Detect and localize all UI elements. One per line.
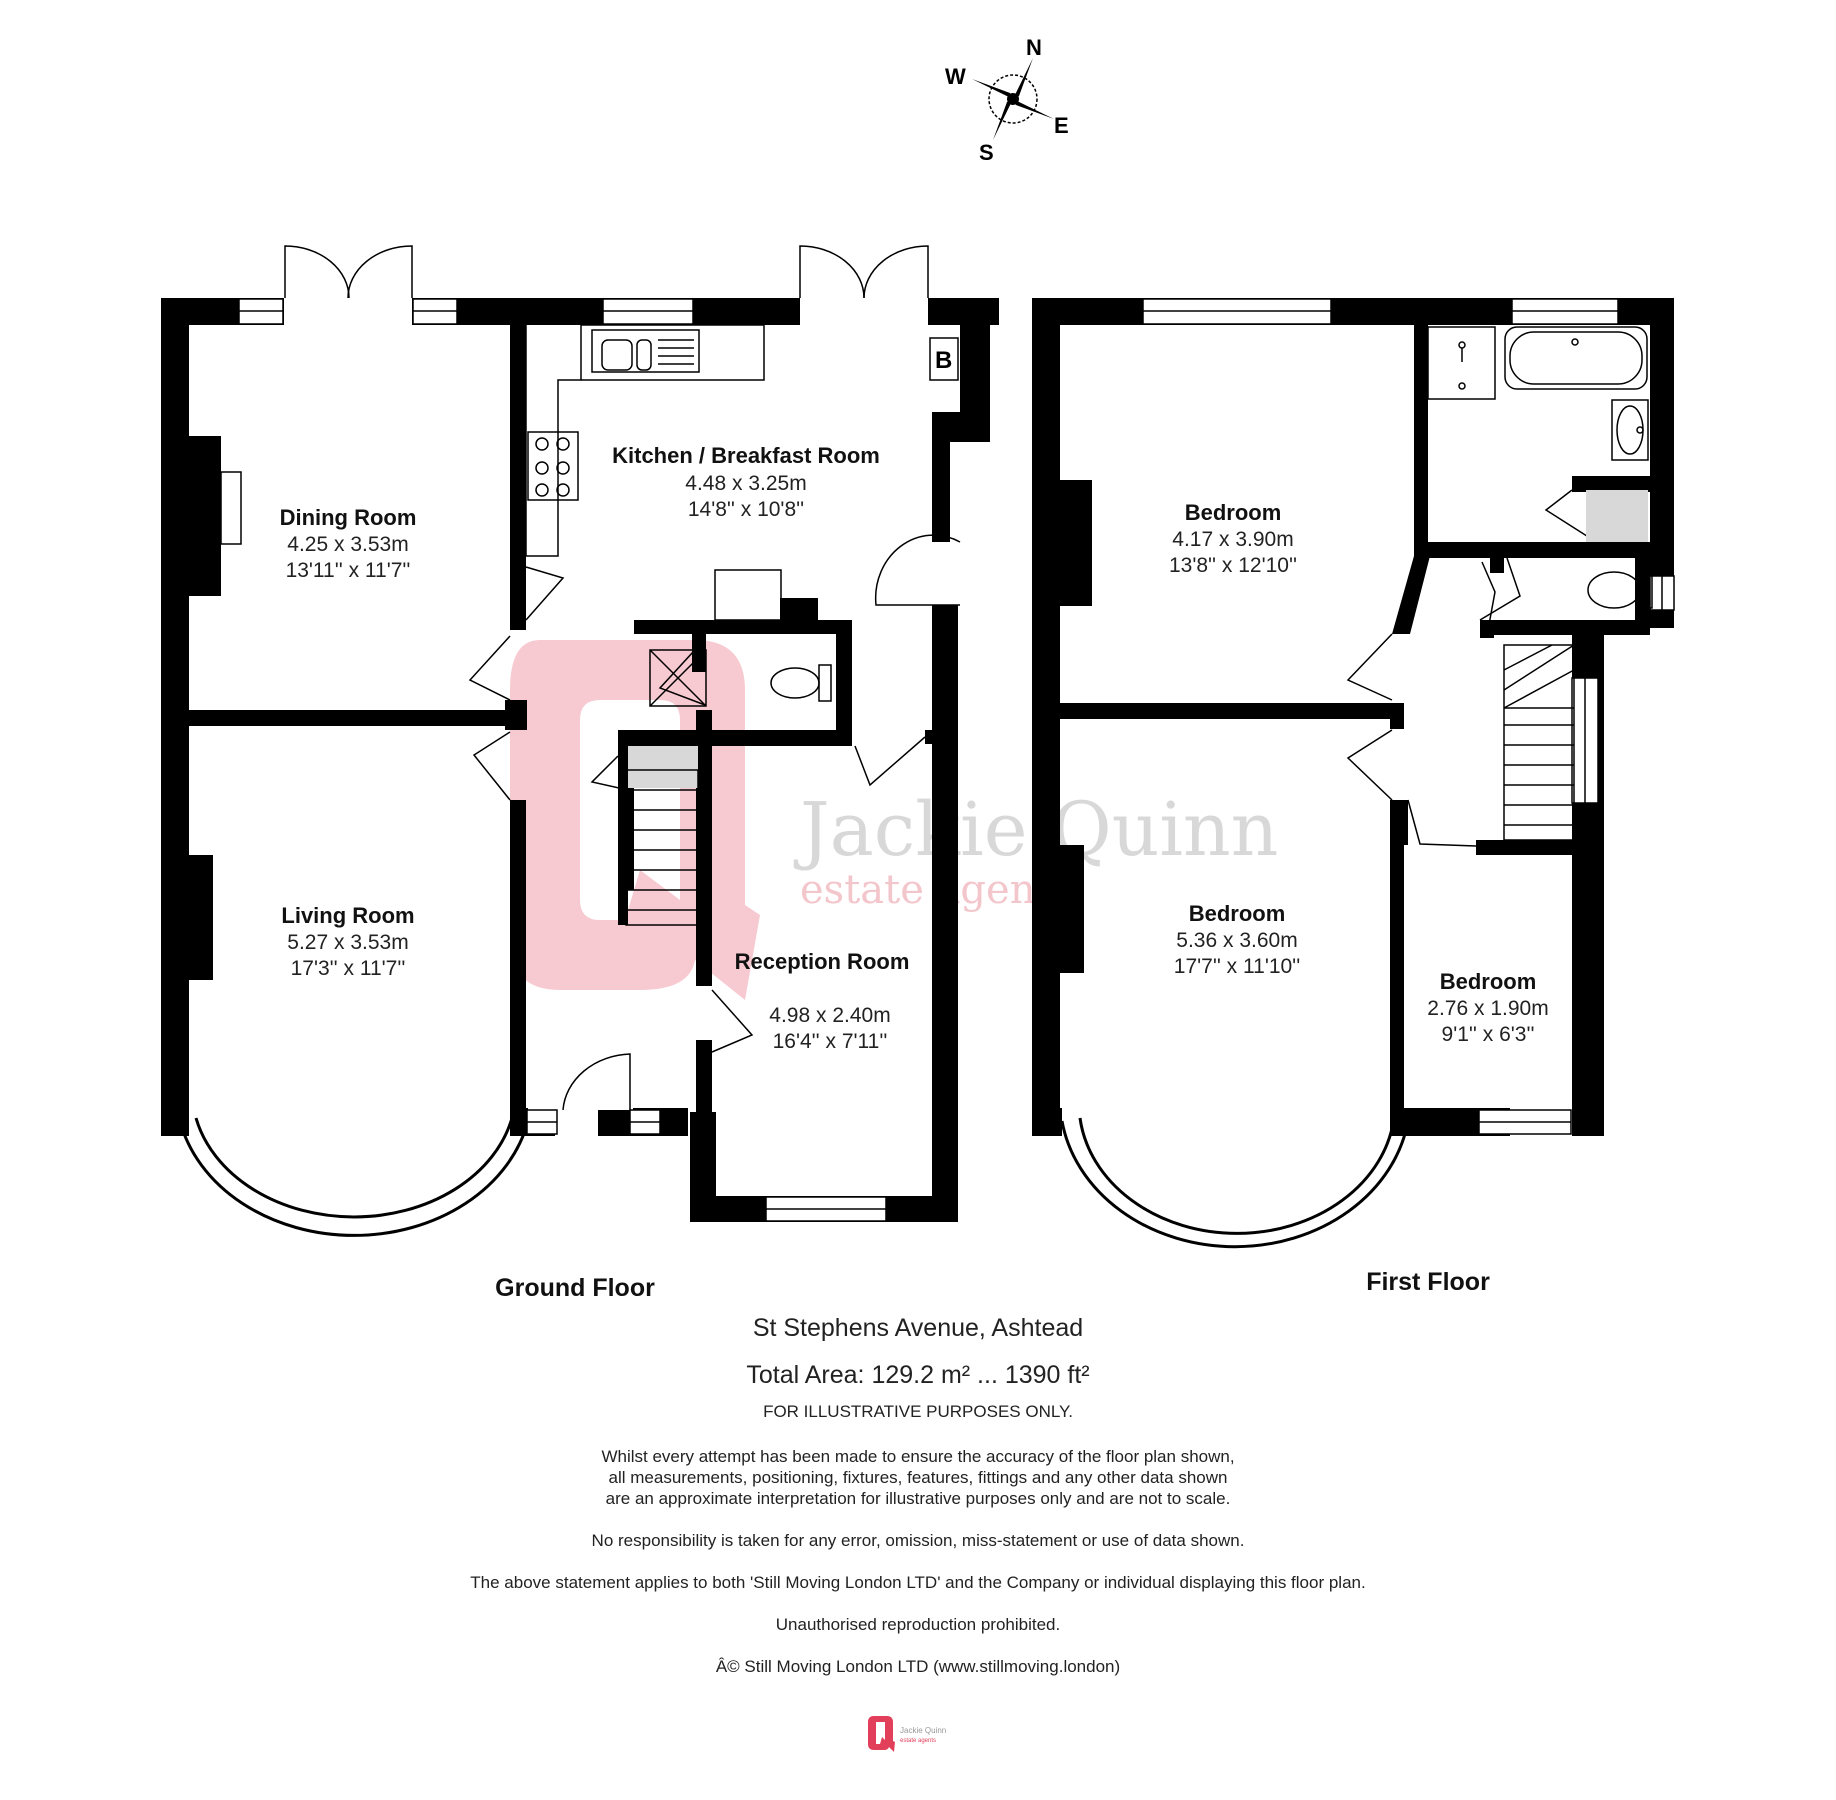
svg-text:Kitchen / Breakfast Room: Kitchen / Breakfast Room: [612, 443, 880, 468]
compass-s: S: [979, 140, 994, 165]
svg-text:Dining Room: Dining Room: [280, 505, 417, 530]
compass-e: E: [1054, 113, 1069, 138]
svg-text:5.27 x 3.53m: 5.27 x 3.53m: [287, 931, 408, 954]
ground-floor-room-labels: Dining Room 4.25 x 3.53m 13'11'' x 11'7'…: [280, 443, 910, 1300]
svg-text:13'11'' x 11'7'': 13'11'' x 11'7'': [286, 559, 411, 582]
svg-text:17'3'' x 11'7'': 17'3'' x 11'7'': [291, 957, 406, 980]
brand-logo-name: Jackie Quinn: [900, 1726, 946, 1735]
boiler-label: B: [935, 347, 952, 374]
svg-text:13'8'' x 12'10'': 13'8'' x 12'10'': [1169, 554, 1297, 577]
statement-notice: The above statement applies to both 'Sti…: [470, 1573, 1366, 1592]
svg-text:Bedroom: Bedroom: [1440, 969, 1537, 994]
ground-floor-windows: [238, 298, 887, 1222]
ground-floor-stairs: [618, 730, 699, 926]
first-floor-doors: [1346, 489, 1591, 847]
first-floor-stairs: [1503, 644, 1575, 841]
reproduction-notice: Unauthorised reproduction prohibited.: [775, 1615, 1061, 1634]
illustrative-notice: FOR ILLUSTRATIVE PURPOSES ONLY.: [763, 1402, 1073, 1421]
svg-text:9'1'' x 6'3'': 9'1'' x 6'3'': [1442, 1023, 1535, 1046]
footer: St Stephens Avenue, Ashtead Total Area: …: [0, 1300, 1836, 1677]
brand-logo-tagline: estate agents: [900, 1738, 936, 1744]
svg-text:5.36 x 3.60m: 5.36 x 3.60m: [1176, 929, 1297, 952]
copyright-notice: Â© Still Moving London LTD (www.stillmov…: [715, 1657, 1121, 1676]
svg-text:16'4'' x 7'11'': 16'4'' x 7'11'': [773, 1030, 888, 1053]
svg-text:Bedroom: Bedroom: [1185, 500, 1282, 525]
room-label-bedroom-2: Bedroom 5.36 x 3.60m 17'7'' x 11'10'': [1174, 901, 1300, 978]
disclaimer-line: Whilst every attempt has been made to en…: [601, 1447, 1235, 1466]
disclaimer: Whilst every attempt has been made to en…: [0, 1446, 1836, 1509]
watermark-q-logo: [510, 640, 760, 1000]
room-label-kitchen: Kitchen / Breakfast Room 4.48 x 3.25m 14…: [612, 443, 880, 521]
first-floor-windows: [1142, 298, 1675, 1135]
property-address: St Stephens Avenue, Ashtead: [752, 1314, 1084, 1342]
ground-floor-title: Ground Floor: [495, 1274, 655, 1300]
airing-cupboard: [1586, 490, 1648, 542]
brand-logo-mark: [868, 1716, 895, 1752]
room-label-bedroom-3: Bedroom 2.76 x 1.90m 9'1'' x 6'3'': [1427, 969, 1548, 1046]
disclaimer-line: are an approximate interpretation for il…: [605, 1489, 1231, 1508]
first-floor-walls: [1032, 298, 1674, 1136]
svg-text:Living Room: Living Room: [281, 903, 414, 928]
dining-fireplace: [220, 471, 242, 545]
compass-rose: N W E S: [945, 35, 1069, 165]
compass-n: N: [1026, 35, 1042, 60]
first-floor-room-labels: Bedroom 4.17 x 3.90m 13'8'' x 12'10'' Be…: [1169, 500, 1549, 1296]
floor-plan-drawing: Jackie Quinn estate agents N W E S: [161, 35, 1675, 1300]
svg-text:Bedroom: Bedroom: [1189, 901, 1286, 926]
svg-text:14'8'' x 10'8'': 14'8'' x 10'8'': [688, 498, 804, 521]
room-label-reception-room: Reception Room 4.98 x 2.40m 16'4'' x 7'1…: [735, 949, 910, 1053]
ground-floor-doors: [284, 245, 964, 1111]
svg-text:17'7'' x 11'10'': 17'7'' x 11'10'': [1174, 955, 1300, 978]
room-label-bedroom-1: Bedroom 4.17 x 3.90m 13'8'' x 12'10'': [1169, 500, 1297, 577]
svg-text:4.98 x 2.40m: 4.98 x 2.40m: [769, 1004, 890, 1027]
room-label-dining-room: Dining Room 4.25 x 3.53m 13'11'' x 11'7'…: [280, 505, 417, 582]
svg-text:4.17 x 3.90m: 4.17 x 3.90m: [1172, 528, 1293, 551]
brand-logo: Jackie Quinn estate agents: [868, 1716, 946, 1752]
compass-w: W: [945, 64, 966, 89]
total-area: Total Area: 129.2 m² ... 1390 ft²: [746, 1361, 1090, 1389]
first-floor-title: First Floor: [1366, 1268, 1490, 1296]
first-floor-bay-window: [1060, 1117, 1410, 1249]
bathroom-fittings: [1427, 326, 1653, 609]
svg-text:4.48 x 3.25m: 4.48 x 3.25m: [685, 472, 806, 495]
svg-text:2.76 x 1.90m: 2.76 x 1.90m: [1427, 997, 1548, 1020]
responsibility-notice: No responsibility is taken for any error…: [591, 1531, 1245, 1550]
svg-text:Reception Room: Reception Room: [735, 949, 910, 974]
kitchen-fittings: [525, 324, 959, 707]
disclaimer-line: all measurements, positioning, fixtures,…: [608, 1468, 1228, 1487]
svg-text:4.25 x 3.53m: 4.25 x 3.53m: [287, 533, 408, 556]
living-room-bay-window: [178, 1117, 530, 1237]
room-label-living-room: Living Room 5.27 x 3.53m 17'3'' x 11'7'': [281, 903, 414, 980]
